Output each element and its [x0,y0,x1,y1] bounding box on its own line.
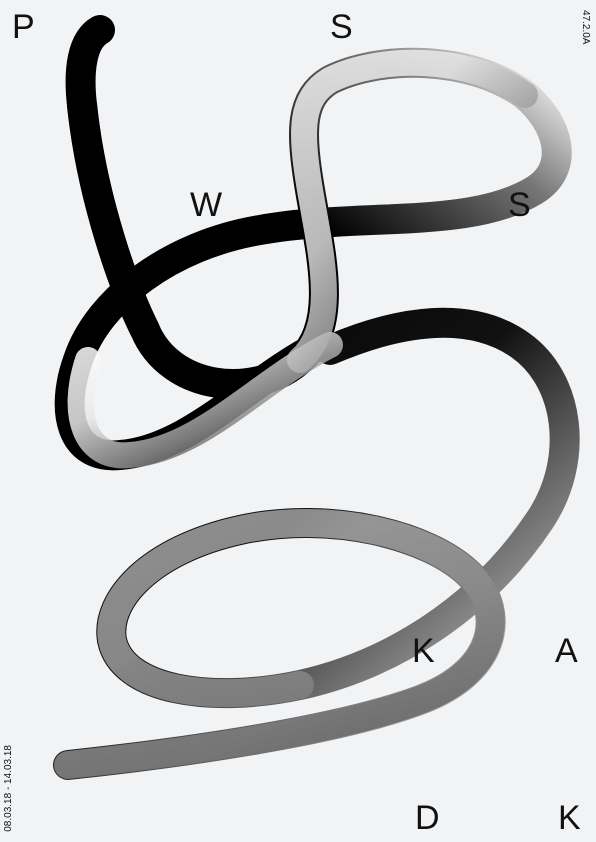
letter-s-middle: S [508,186,531,224]
letter-p: P [12,8,35,46]
letter-s-top: S [330,8,353,46]
letter-w: W [190,186,223,224]
ribbon-bottom-tail [53,307,580,780]
date-range: 08.03.18 - 14.03.18 [3,745,14,832]
letter-k-left: K [412,632,435,670]
ribbon-top-stem [65,15,160,345]
poster-code: 47.2.0A [580,10,591,45]
ribbon-top-highlight [287,49,538,373]
ribbon-bottom-light [54,508,505,779]
letter-d: D [415,799,440,837]
letter-a: A [555,632,578,670]
letter-k-right: K [558,799,581,837]
ribbon-middle-highlight [67,332,343,469]
